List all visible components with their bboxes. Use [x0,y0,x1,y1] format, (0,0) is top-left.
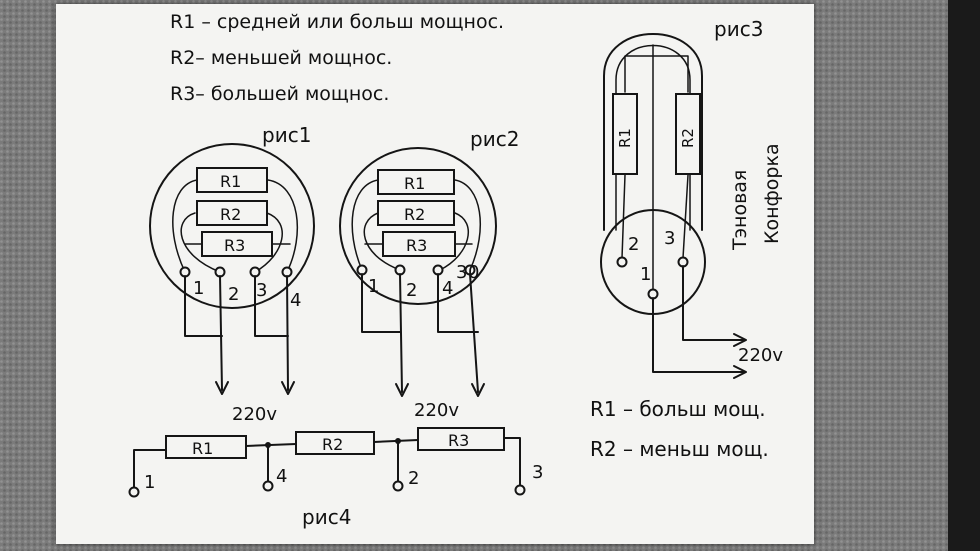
fig4-pin-3: 3 [532,462,543,483]
fig2-r1-label: R1 [404,174,425,193]
fig3-side-label-2: Конфорка [761,143,783,244]
fig3-pin-3: 3 [664,228,675,249]
figure-4: 220v 220v R1 R2 R3 1 4 2 3 рис4 [128,400,543,529]
fig1-title: рис1 [262,123,311,147]
fig2-pin-1: 1 [368,276,379,297]
fig1-pin-4: 4 [290,290,301,311]
fig1-pin-2: 2 [228,284,239,305]
figure-1: рис1 R1 R2 R3 1 2 3 4 [149,123,315,395]
fig1-pin-1: 1 [193,278,204,299]
fig4-voltage-right: 220v [414,400,459,421]
fig4-pin-2: 2 [408,468,419,489]
fig1-r3-label: R3 [224,236,245,255]
fig4-pin-1: 1 [144,472,155,493]
legend-bottom: R1 – больш мощ. R2 – меньш мощ. [590,397,769,461]
fig1-r2-label: R2 [220,205,241,224]
figure-3: рис3 R1 R2 2 3 1 220v Тэн [600,17,783,379]
fig3-pin-2: 2 [628,234,639,255]
fig4-r3-label: R3 [448,431,469,450]
fig4-r1-label: R1 [192,439,213,458]
fig2-pin-4: 4 [442,278,453,299]
fig3-voltage: 220v [738,345,783,366]
legend-r1: R1 – средней или больш мощнос. [170,11,504,33]
fig4-voltage-left: 220v [232,404,277,425]
fig1-r1-label: R1 [220,172,241,191]
fig4-title: рис4 [302,505,351,529]
fig4-r2-label: R2 [322,435,343,454]
fig4-pin-4: 4 [276,466,287,487]
fig3-pin-1: 1 [640,264,651,285]
fig1-pin-3: 3 [256,280,267,301]
legend-bottom-r1: R1 – больш мощ. [590,397,766,421]
legend-top: R1 – средней или больш мощнос. R2– меньш… [170,11,504,105]
fig3-side-label-1: Тэновая [729,170,751,251]
fig3-title: рис3 [714,17,763,41]
fig3-r2-label: R2 [679,128,697,148]
legend-bottom-r2: R2 – меньш мощ. [590,437,769,461]
fig2-pin-3: 3 [456,262,467,283]
fig2-r3-label: R3 [406,236,427,255]
fig3-r1-label: R1 [616,128,634,148]
fig2-pin-0: 0 [468,262,479,283]
fig2-pin-2: 2 [406,280,417,301]
fig2-r2-label: R2 [404,205,425,224]
fig2-title: рис2 [470,127,519,151]
legend-r3: R3– большей мощнос. [170,83,389,105]
figure-2: рис2 R1 R2 R3 1 2 4 3 0 [339,127,519,397]
legend-r2: R2– меньшей мощнос. [170,47,392,69]
